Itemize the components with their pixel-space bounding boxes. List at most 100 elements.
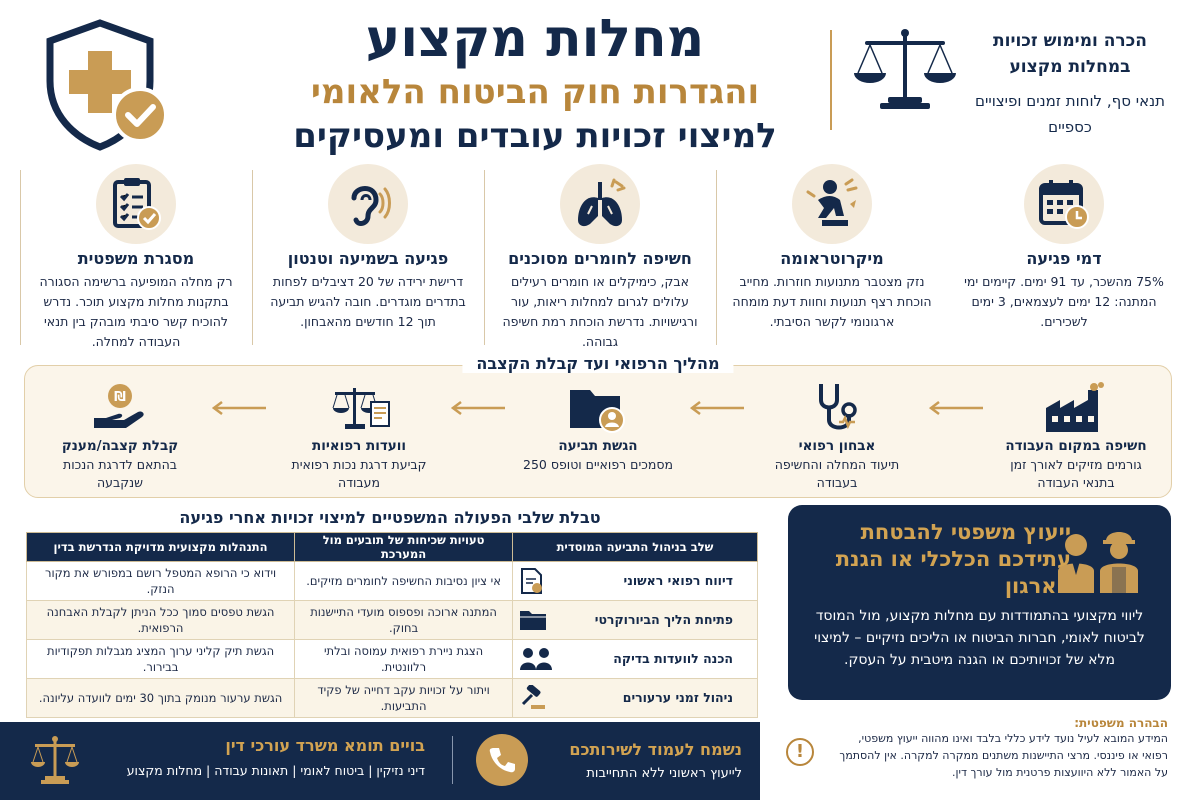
process-step-diagnosis: אבחון רפואי תיעוד המחלה והחשיפה בעבודה xyxy=(762,380,912,492)
calendar-clock-icon xyxy=(1024,164,1104,244)
header: הכרה ומימוש זכויות במחלות מקצוע תנאי סף,… xyxy=(0,0,1200,160)
step-title: הגשת תביעה xyxy=(558,438,638,454)
factory-icon xyxy=(1001,380,1151,436)
table-row: פתיחת הליך הביורוקרטי המתנה ארוכה ופספוס… xyxy=(25,600,758,640)
step-text: גורמים מזיקים לאורך זמן בתנאי העבודה xyxy=(1010,457,1142,490)
gavel-icon xyxy=(521,685,545,709)
header-side-title: הכרה ומימוש זכויות במחלות מקצוע xyxy=(993,31,1147,77)
table-cell-correct: הגשת ערעור מנומק בתוך 30 ימים לוועדה עלי… xyxy=(25,678,296,718)
stage-label: הכנה לוועדות בדיקה xyxy=(613,651,733,666)
legal-steps-table: שלב בניהול התביעה המוסדית טעויות שכיחות … xyxy=(25,532,758,718)
step-title: קבלת קצבה/מענק xyxy=(61,438,179,454)
stage-label: פתיחת הליך הביורוקרטי xyxy=(594,612,733,627)
table-title: טבלת שלבי הפעולה המשפטיים למיצוי זכויות … xyxy=(179,508,601,527)
process-panel: מהליך הרפואי ועד קבלת הקצבה חשיפה במקום … xyxy=(24,354,1172,498)
disclaimer: הבהרה משפטית: המידע המובא לעיל נועד לידע… xyxy=(780,716,1172,796)
process-step-committees: וועדות רפואיות קביעת דרגת נכות רפואית מע… xyxy=(284,380,434,492)
table-header-mistakes: טעויות שכיחות של תובעים מול המערכת xyxy=(294,532,513,562)
svg-text:₪: ₪ xyxy=(114,390,126,405)
header-side-subtitle: תנאי סף, לוחות זמנים ופיצויים כספיים xyxy=(975,92,1165,136)
scale-document-icon xyxy=(284,380,434,436)
table-row: הכנה לוועדות בדיקה הצגת ניירת רפואית עמו… xyxy=(25,639,758,679)
process-steps: חשיפה במקום העבודה גורמים מזיקים לאורך ז… xyxy=(45,380,1151,490)
table-cell-mistake: המתנה ארוכה ופספוס מועדי התיישנות בחוק. xyxy=(294,600,513,640)
lungs-icon xyxy=(560,164,640,244)
ear-icon xyxy=(328,164,408,244)
process-step-exposure: חשיפה במקום העבודה גורמים מזיקים לאורך ז… xyxy=(1001,380,1151,492)
arrow-left-icon xyxy=(444,380,514,436)
column-title: מיקרוטראומה xyxy=(780,249,884,268)
process-title: מהליך הרפואי ועד קבלת הקצבה xyxy=(462,354,734,373)
people-icon xyxy=(520,648,552,670)
table-cell-stage: ניהול זמני ערעורים xyxy=(512,678,758,718)
step-text: בהתאם לדרגת הנכות שנקבעה xyxy=(63,457,177,490)
arrow-left-icon xyxy=(205,380,275,436)
info-columns: דמי פגיעה 75% מהשכר, עד 91 ימים. קיימים … xyxy=(20,160,1180,355)
table-cell-correct: הגשת תיק קליני ערוך המציג מגבלות תפקודיו… xyxy=(25,639,296,679)
column-title: פגיעה בשמיעה וטנטון xyxy=(287,249,449,268)
table-row: ניהול זמני ערעורים ויתור על זכויות עקב ד… xyxy=(25,678,758,718)
stethoscope-icon xyxy=(762,380,912,436)
column-title: מסגרת משפטית xyxy=(77,249,195,268)
warning-icon: ! xyxy=(786,738,814,766)
stage-label: דיווח רפואי ראשוני xyxy=(623,573,733,588)
info-column-legal-framework: מסגרת משפטית רק מחלה המופיעה ברשימה הסגו… xyxy=(20,160,252,355)
header-side-block: הכרה ומימוש זכויות במחלות מקצוע תנאי סף,… xyxy=(960,28,1180,140)
column-text: רק מחלה המופיעה ברשימה הסגורה בתקנות מחל… xyxy=(39,274,233,349)
disclaimer-text: המידע המובא לעיל נועד לידע כללי בלבד ואי… xyxy=(839,732,1168,779)
table-cell-mistake: אי ציון נסיבות החשיפה לחומרים מזיקים. xyxy=(294,561,513,601)
scale-of-justice-icon xyxy=(854,29,956,109)
contact-subtitle: לייעוץ ראשוני ללא התחייבות xyxy=(586,766,742,781)
footer-divider xyxy=(452,736,453,784)
table-row: דיווח רפואי ראשוני אי ציון נסיבות החשיפה… xyxy=(25,561,758,601)
contact-title: נשמח לעמוד לשירותכם xyxy=(569,740,742,759)
hand-coin-icon: ₪ xyxy=(45,380,195,436)
legal-advice-box: ייעוץ משפטי להבטחת עתידכם הכלכלי או הגנת… xyxy=(788,505,1171,700)
medical-report-icon xyxy=(521,568,542,594)
title-line-1: מחלות מקצוע xyxy=(365,9,705,69)
table-cell-correct: הגשת טפסים סמוך ככל הניתן לקבלת האבחנה ה… xyxy=(25,600,296,640)
folder-icon xyxy=(520,611,546,630)
step-text: מסמכים רפואיים וטופס 250 xyxy=(523,457,673,472)
column-title: חשיפה לחומרים מסוכנים xyxy=(508,249,692,268)
advice-title: ייעוץ משפטי להבטחת עתידכם הכלכלי או הגנת… xyxy=(835,520,1071,598)
step-text: קביעת דרגת נכות רפואית מעבודה xyxy=(291,457,427,490)
advice-body: ליווי מקצועי בהתמודדות עם מחלות מקצוע, מ… xyxy=(814,608,1145,668)
table-header-correct: התנהלות מקצועית מדויקת הנדרשת בדין xyxy=(25,532,296,562)
process-step-pension: ₪ קבלת קצבה/מענק בהתאם לדרגת הנכות שנקבע… xyxy=(45,380,195,492)
firm-name: בויים תומא משרד עורכי דין xyxy=(225,736,425,755)
stage-label: ניהול זמני ערעורים xyxy=(622,690,733,705)
info-column-hazardous-materials: חשיפה לחומרים מסוכנים אבק, כימיקלים או ח… xyxy=(484,160,716,355)
checklist-icon xyxy=(96,164,176,244)
title-line-2: והגדרות חוק הביטוח הלאומי xyxy=(310,72,760,112)
worker-strain-icon xyxy=(792,164,872,244)
info-column-microtrauma: מיקרוטראומה נזק מצטבר מתנועות חוזרות. מח… xyxy=(716,160,948,355)
table-header-stage: שלב בניהול התביעה המוסדית xyxy=(512,532,758,562)
firm-practice-areas: דיני נזיקין | ביטוח לאומי | תאונות עבודה… xyxy=(126,763,425,778)
table-cell-stage: דיווח רפואי ראשוני xyxy=(512,561,758,601)
arrow-left-icon xyxy=(683,380,753,436)
phone-icon[interactable] xyxy=(476,734,528,786)
title-line-3: למיצוי זכויות עובדים ומעסיקים xyxy=(293,116,777,156)
scale-of-justice-icon xyxy=(31,736,79,784)
header-divider xyxy=(830,30,832,130)
column-text: 75% מהשכר, עד 91 ימים. קיימים ימי המתנה:… xyxy=(964,274,1164,329)
footer-firm: בויים תומא משרד עורכי דין דיני נזיקין | … xyxy=(85,736,425,778)
step-title: אבחון רפואי xyxy=(798,438,876,454)
column-title: דמי פגיעה xyxy=(1026,249,1102,268)
table-cell-stage: פתיחת הליך הביורוקרטי xyxy=(512,600,758,640)
folder-user-icon xyxy=(523,380,673,436)
info-column-hearing: פגיעה בשמיעה וטנטון דרישת ירידה של 20 דצ… xyxy=(252,160,484,355)
arrow-left-icon xyxy=(922,380,992,436)
workers-icon xyxy=(1058,532,1138,593)
footer: נשמח לעמוד לשירותכם לייעוץ ראשוני ללא הת… xyxy=(0,722,760,800)
column-text: אבק, כימיקלים או חומרים רעילים עלולים לג… xyxy=(502,274,698,349)
shield-medical-icon xyxy=(46,19,168,151)
disclaimer-title: הבהרה משפטית: xyxy=(1074,716,1168,730)
step-title: חשיפה במקום העבודה xyxy=(1005,438,1147,454)
column-text: דרישת ירידה של 20 דציבלים לפחות בתדרים מ… xyxy=(270,274,466,329)
table-cell-mistake: ויתור על זכויות עקב דחייה של פקיד התביעו… xyxy=(294,678,513,718)
process-step-claim: הגשת תביעה מסמכים רפואיים וטופס 250 xyxy=(523,380,673,474)
table-cell-correct: וידוא כי הרופא המטפל רושם במפורש את מקור… xyxy=(25,561,296,601)
table-header-row: שלב בניהול התביעה המוסדית טעויות שכיחות … xyxy=(25,532,758,562)
